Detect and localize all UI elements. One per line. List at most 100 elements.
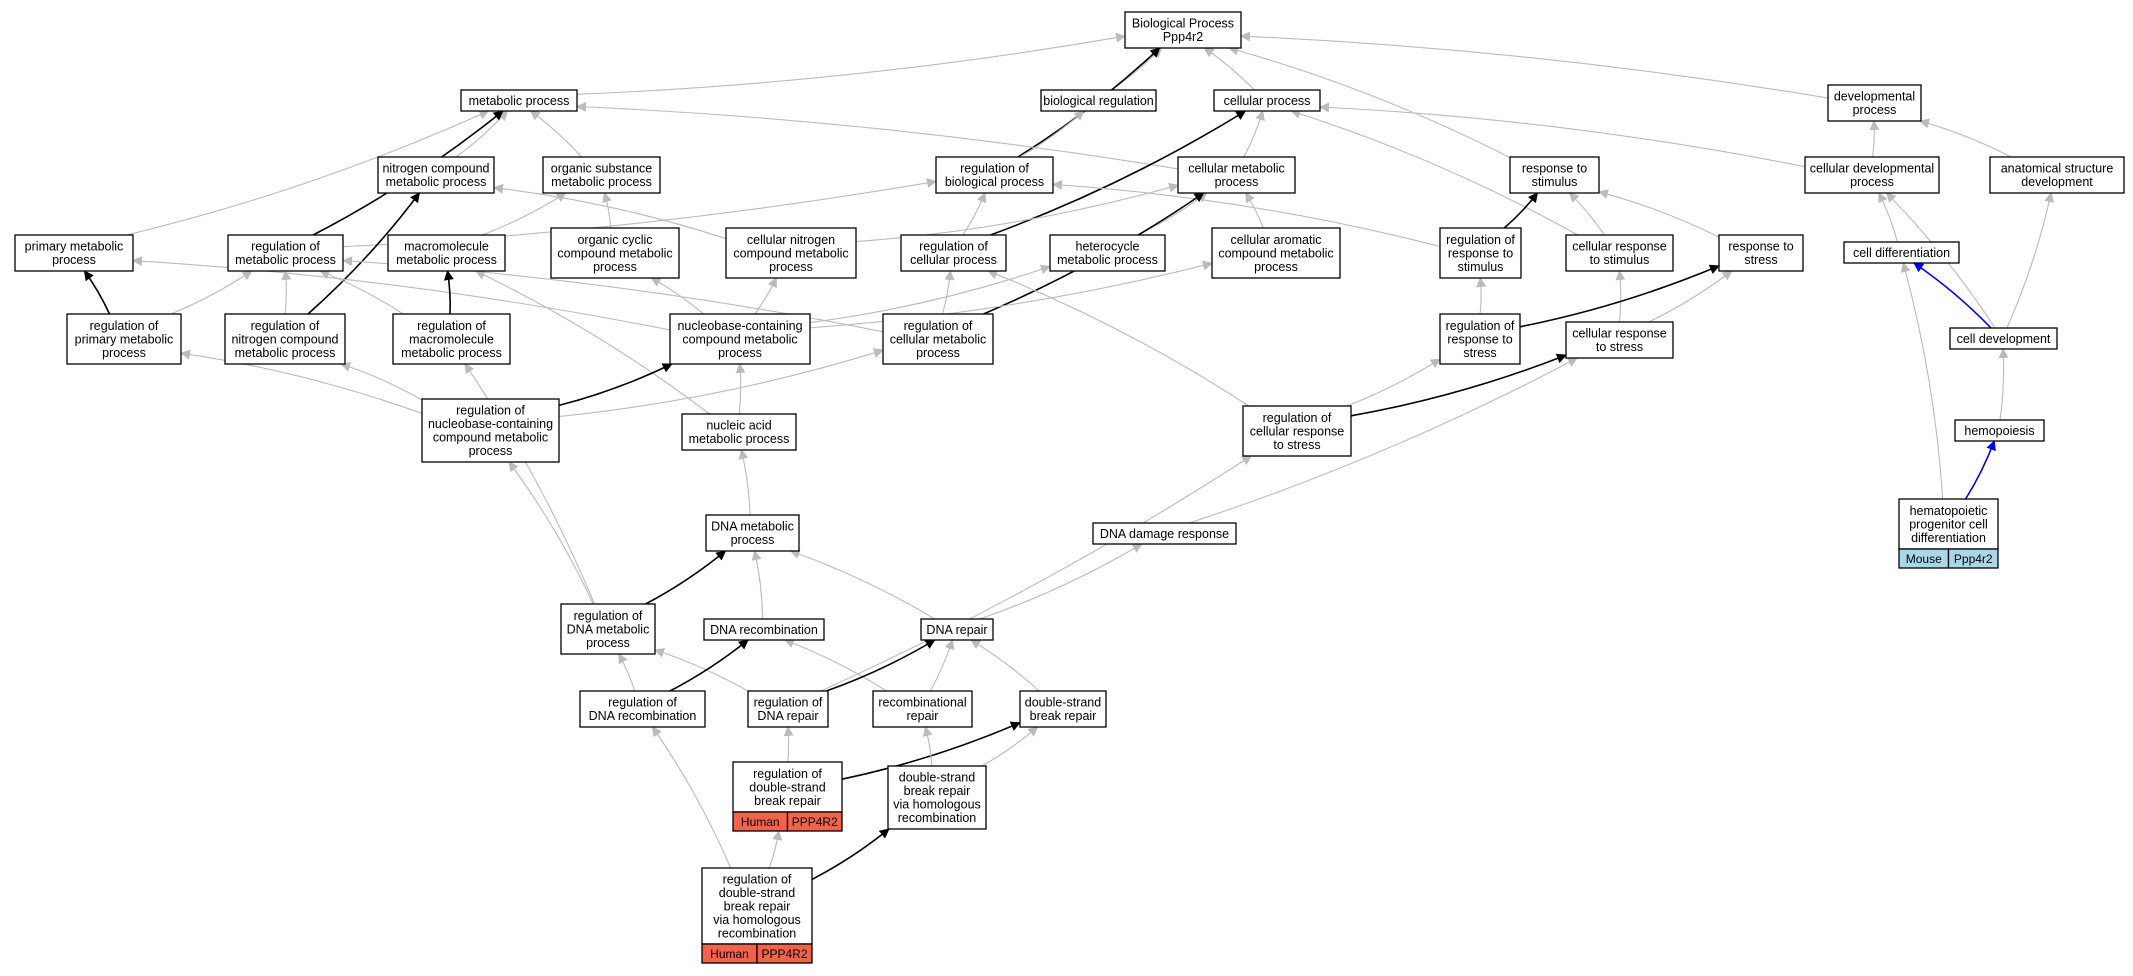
edge-regrespstim-to-regbio [1052, 180, 1441, 248]
node-label-line: stress [1463, 346, 1496, 360]
go-node-bioreg[interactable]: biological regulation [1040, 89, 1157, 112]
node-label-line: metabolic process [551, 175, 652, 189]
node-label-line: cell differentiation [1853, 246, 1950, 260]
go-node-regnucleo[interactable]: regulation ofnucleobase-containingcompou… [421, 398, 560, 463]
node-label-line: organic substance [551, 162, 653, 176]
go-node-celldiff[interactable]: cell differentiation [1843, 241, 1960, 264]
node-box [14, 234, 134, 272]
edge-regprimary-to-regmeta [170, 270, 253, 315]
node-label-line: cellular process [1224, 94, 1311, 108]
edge-nucacid-to-macro [474, 270, 710, 415]
edge-hemato-to-celldiff [1900, 262, 1944, 500]
go-node-metabolic[interactable]: metabolic process [460, 89, 578, 112]
node-label-line: macromolecule [404, 240, 489, 254]
node-label-line: break repair [904, 784, 971, 798]
node-label-line: hematopoietic [1910, 504, 1988, 518]
edge-regdnarepair-to-regcellresp [820, 455, 1253, 692]
node-label-line: nucleic acid [706, 419, 771, 433]
node-label-line: developmental [1834, 90, 1915, 104]
go-node-celldev[interactable]: cell development [1949, 327, 2058, 350]
node-label-line: DNA metabolic [567, 622, 650, 636]
node-label-line: nitrogen compound [382, 162, 489, 176]
node-label-line: primary metabolic [75, 332, 174, 346]
node-box [460, 89, 578, 112]
node-box [392, 313, 511, 365]
node-box [705, 514, 800, 552]
node-box [887, 765, 987, 830]
node-label-line: stimulus [1532, 175, 1578, 189]
node-box [1565, 321, 1674, 359]
edge-cellrespstim-to-respstim [1568, 192, 1605, 236]
node-label-line: regulation of [574, 609, 643, 623]
edge-orgsub-to-metabolic [529, 110, 583, 158]
edge-cellrespstim-to-cellproc [1290, 108, 1579, 236]
node-label-line: regulation of [608, 696, 677, 710]
node-label-line: process [586, 636, 630, 650]
node-label-line: DNA repair [926, 623, 987, 637]
edge-regcellresp-to-regcell [987, 269, 1250, 407]
go-node-dnadamage[interactable]: DNA damage response [1092, 522, 1237, 545]
edge-regnucleo-to-regprimary [180, 349, 423, 414]
go-node-hemopoiesis[interactable]: hemopoiesis [1954, 419, 2045, 442]
node-label-line: double-strand [719, 886, 795, 900]
node-label-line: cellular developmental [1810, 162, 1934, 176]
node-box [542, 156, 661, 194]
node-box [1949, 327, 2058, 350]
node-box [66, 313, 182, 365]
node-label-line: break repair [754, 794, 821, 808]
edge-cellmeta-to-metabolic [576, 101, 1179, 170]
node-label-line: process [52, 253, 96, 267]
edge-regcell-to-regbio [962, 192, 987, 236]
node-label-line: double-strand [749, 780, 825, 794]
node-label-line: process [1215, 175, 1259, 189]
node-label-line: response to [1448, 246, 1513, 260]
node-label-line: regulation of [456, 404, 525, 418]
go-node-dnarecomb[interactable]: DNA recombination [703, 618, 825, 641]
species-badge-label: Human [741, 815, 780, 829]
node-label-line: cellular nitrogen [747, 233, 835, 247]
node-label-line: nitrogen compound [231, 332, 338, 346]
edge-hemato-to-hemopoiesis [1964, 440, 1996, 500]
go-node-cellproc[interactable]: cellular process [1213, 89, 1321, 112]
go-node-dnarepair[interactable]: DNA repair [920, 618, 994, 641]
